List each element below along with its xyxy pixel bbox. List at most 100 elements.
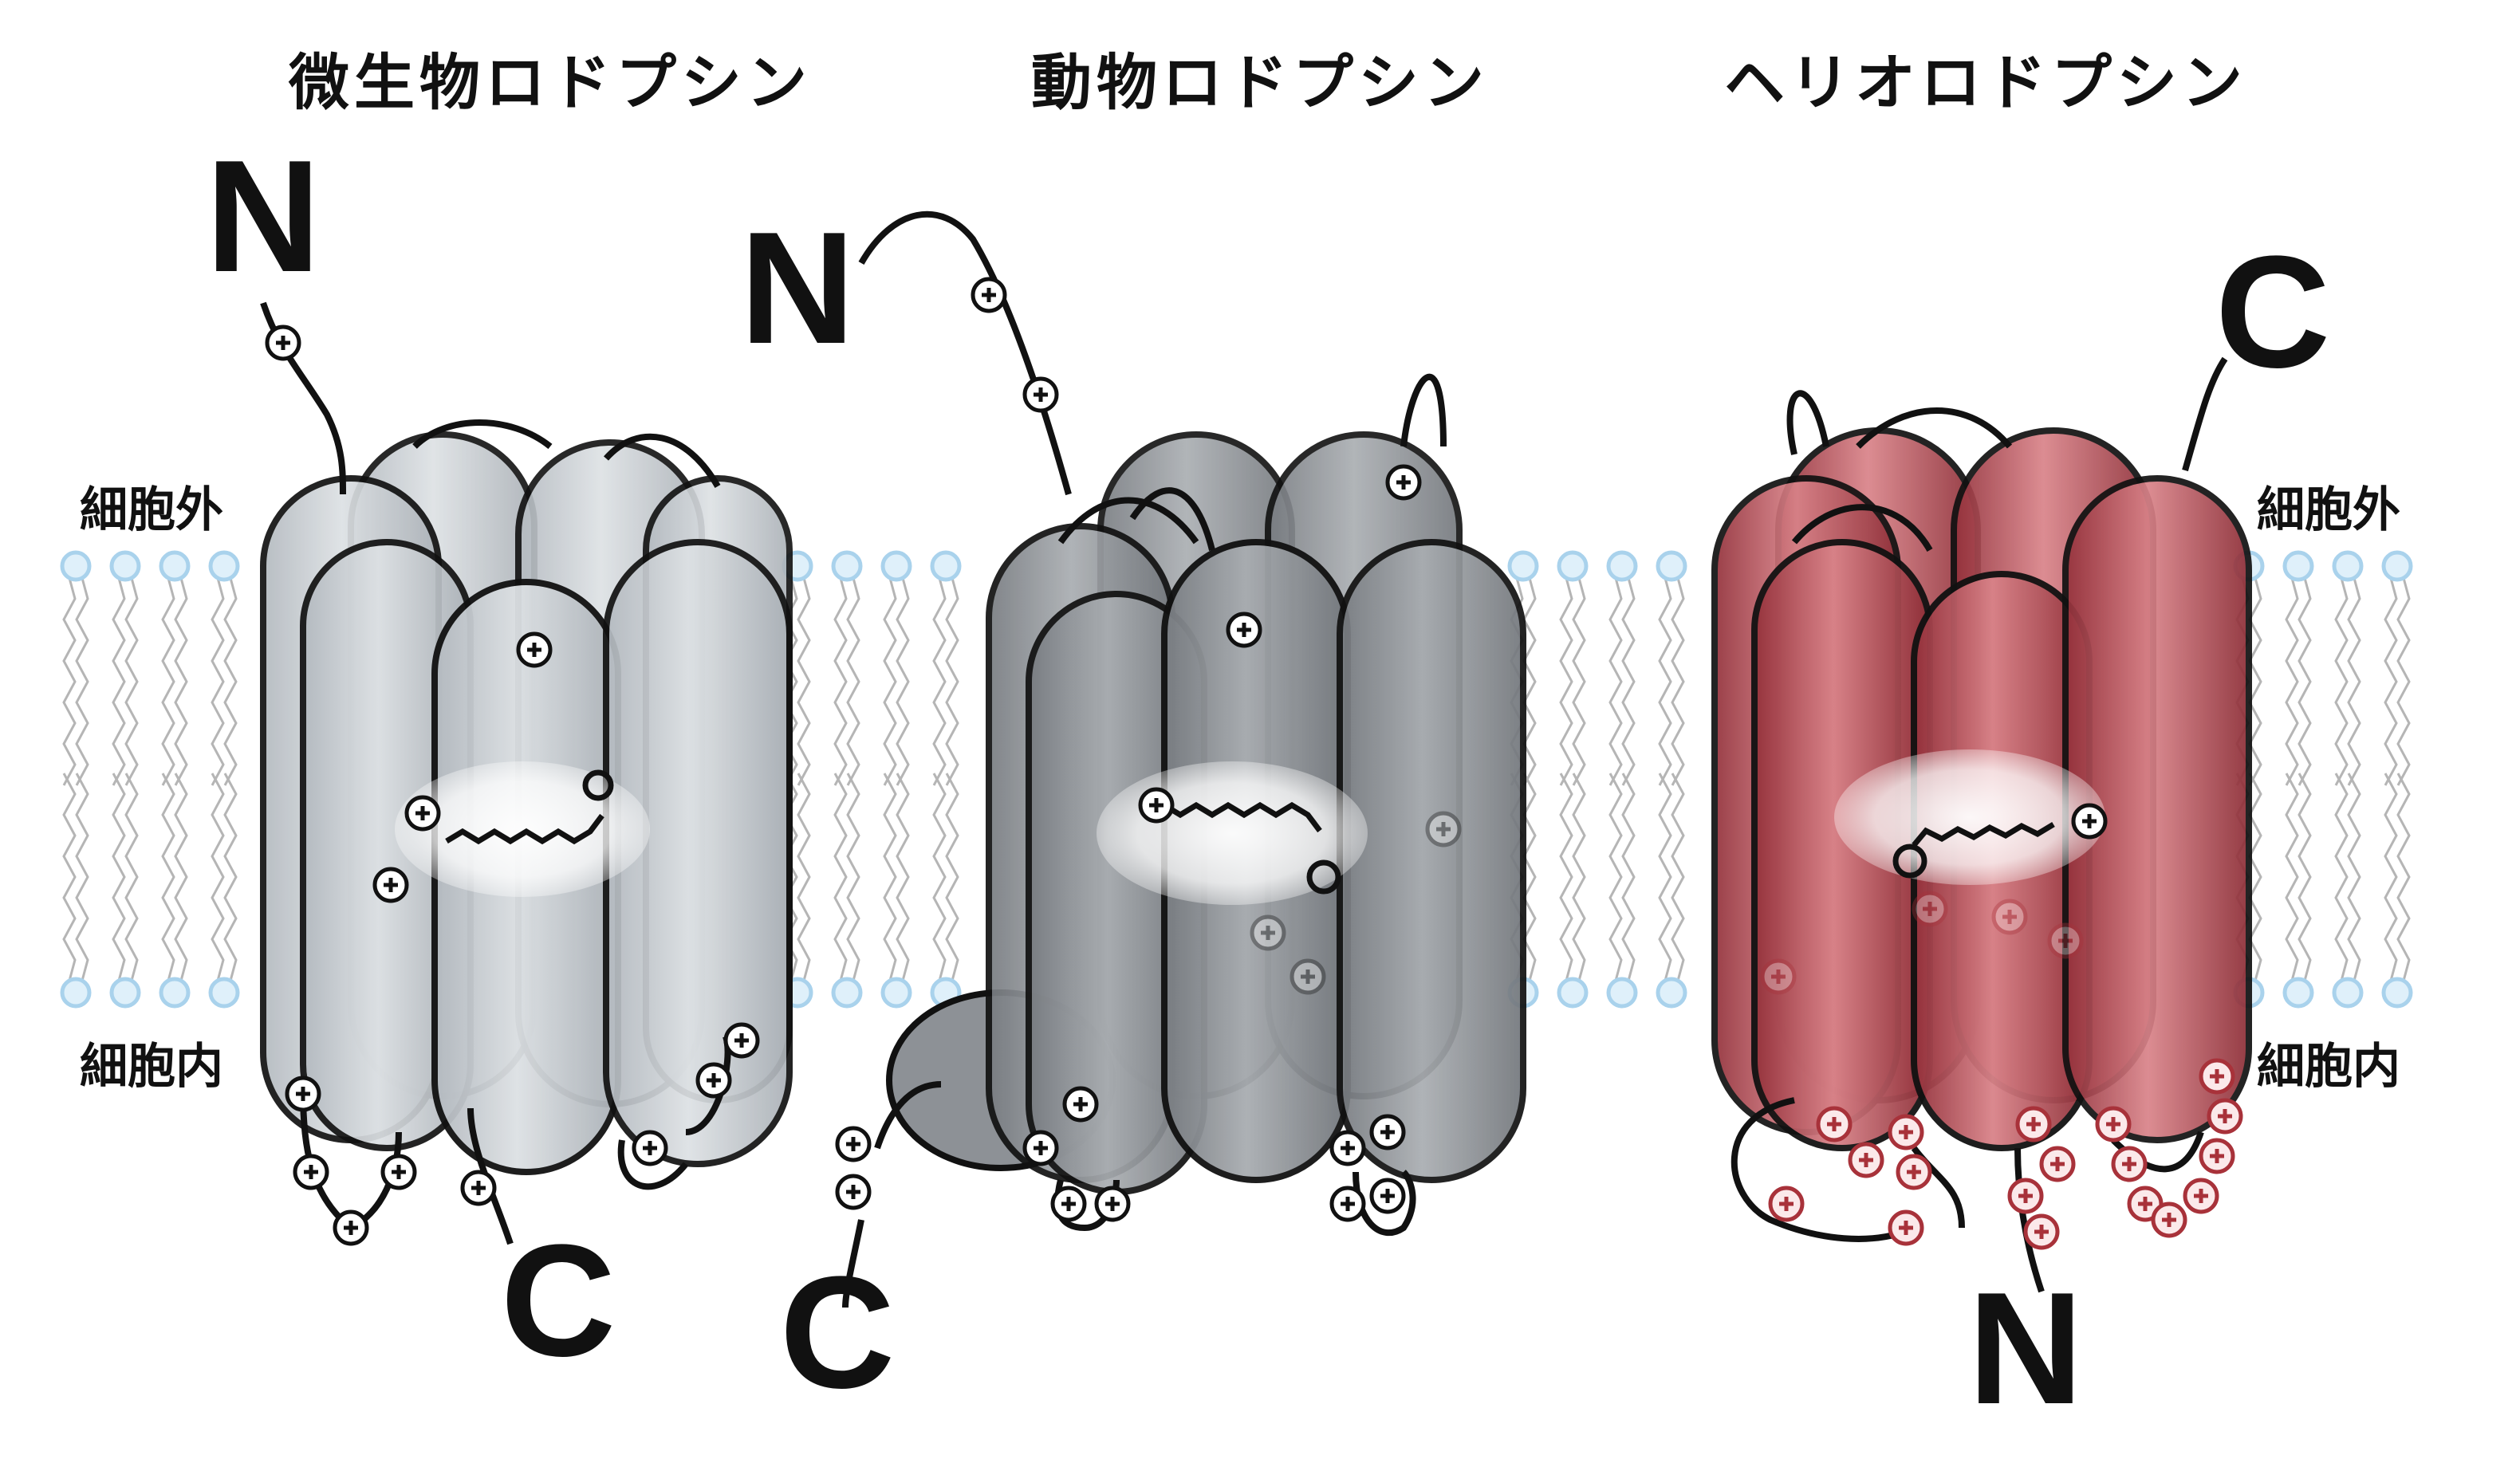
lipid-head [159,550,191,582]
positive-charge-icon [1226,612,1262,648]
positive-charge-icon [695,1062,732,1099]
lipid-head [2332,977,2364,1009]
positive-charge-icon [971,277,1007,313]
lipid-tail [2384,577,2398,786]
positive-charge-icon [835,1174,872,1210]
lipid-head [1557,977,1589,1009]
lipid-head [60,550,92,582]
positive-charge-icon [285,1076,321,1112]
positive-charge-icon [1369,1114,1406,1150]
lipid-tail [1572,577,1586,786]
positive-charge-icon [1888,1209,1924,1246]
lipid-tail [124,577,139,786]
lipid-tail [1671,773,1685,981]
loop [1731,1097,1916,1242]
positive-charge-icon [2047,922,2084,959]
positive-charge-icon [1385,464,1422,501]
retinal-ring-icon [1306,859,1341,895]
label-extracellular-right: 細胞外 [2257,482,2400,538]
lipid-tail [2384,773,2398,981]
retinal-icon [1912,821,2055,848]
lipid-head [880,550,912,582]
positive-charge-icon [372,867,409,903]
lipid-tail [211,773,225,981]
positive-charge-icon [380,1154,417,1190]
lipid-tail [2347,773,2361,981]
lipid-tail [1559,773,1573,981]
retinal-ring-icon [1892,844,1927,879]
lipid-tail [174,773,188,981]
lipid-tail [833,577,848,786]
lipid-head [159,977,191,1009]
animal-charges [835,277,1462,1222]
positive-charge-icon [1888,1114,1924,1150]
lipid-head [2282,550,2314,582]
positive-charge-icon [1848,1142,1884,1178]
lipid-tail [1608,577,1623,786]
positive-charge-icon [1369,1178,1406,1214]
lipid-head [880,977,912,1009]
lipid-tail [75,773,89,981]
positive-charge-icon [632,1130,668,1166]
loop [1856,407,2013,449]
lipid-tail [174,577,188,786]
lipid-head [2332,550,2364,582]
lipid-head [208,977,240,1009]
heliorhodopsin-charges [1760,803,2243,1250]
lipid-tail [1658,577,1672,786]
lipid-tail [932,577,947,786]
lipid-tail [1621,577,1636,786]
positive-charge-icon [1912,891,1948,927]
positive-charge-icon [2023,1213,2060,1250]
microbial-charges [265,324,760,1246]
title-heliorhodopsin: ヘリオロドプシン [1724,47,2247,118]
positive-charge-icon [1329,1186,1366,1222]
positive-charge-icon [2151,1201,2187,1238]
label-intracellular-right: 細胞内 [2257,1039,2400,1095]
positive-charge-icon [2207,1098,2243,1135]
lipid-tail [2248,773,2262,981]
positive-charge-icon [1768,1186,1805,1222]
loop [617,1139,689,1190]
terminus-n-helio: N [1968,1260,2083,1437]
positive-charge-icon [1138,787,1175,824]
helix-4 [1337,539,1526,1183]
c-terminus-chain [842,1219,864,1308]
lipid-tail [2396,577,2411,786]
lipid-tail [2334,773,2349,981]
positive-charge-icon [2015,1106,2052,1142]
n-terminus-chain [858,210,1072,496]
positive-charge-icon [1425,811,1462,848]
lipid-tail [945,577,959,786]
positive-charge-icon [2095,1106,2132,1142]
lipid-head [1606,550,1638,582]
retinal-icon [1163,801,1322,833]
lipid-tail [2285,773,2299,981]
terminus-n-microbial: N [206,128,321,305]
terminus-n-animal: N [740,199,855,377]
lipid-tail [945,773,959,981]
lipid-tail [62,773,77,981]
terminus-c-microbial: C [501,1212,616,1390]
loop [412,419,553,450]
lipid-tail [896,773,910,981]
positive-charge-icon [2183,1178,2219,1214]
lipid-head [831,977,863,1009]
positive-charge-icon [2039,1146,2076,1182]
lipid-tail [2396,773,2411,981]
positive-charge-icon [516,631,553,668]
lipid-tail [1658,773,1672,981]
lipid-tail [161,577,175,786]
lipid-tail [1522,773,1537,981]
n-terminus-chain [2014,1147,2045,1293]
lipid-tail [846,577,860,786]
title-animal-rhodopsin: 動物ロドプシン [1031,47,1489,118]
loop [604,433,721,488]
lipid-tail [2334,577,2349,786]
lipid-head [2381,550,2413,582]
lipid-tail [1559,577,1573,786]
lipid-tail [932,773,947,981]
lipid-tail [75,577,89,786]
loop [1129,487,1215,551]
